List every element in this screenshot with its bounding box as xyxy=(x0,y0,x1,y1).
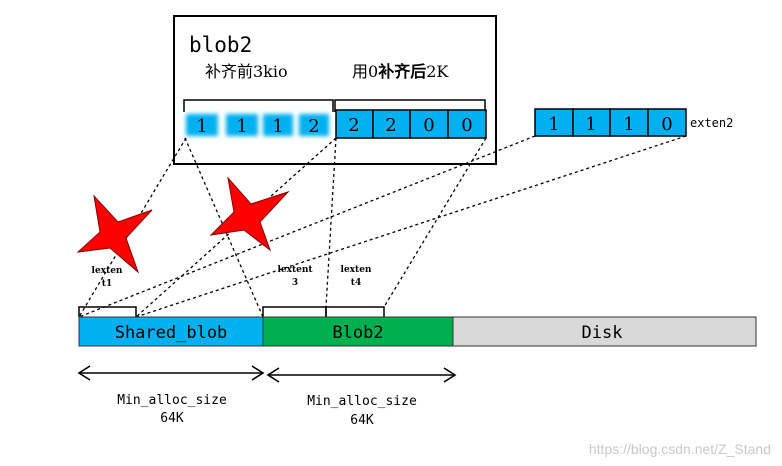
before-padding-caption: 补齐前3kio xyxy=(205,62,288,81)
map-line-7 xyxy=(135,135,687,318)
blob2-segment-label: Blob2 xyxy=(332,323,383,343)
extent2-cell-4 xyxy=(647,108,687,137)
extent2-cell-text-2: 1 xyxy=(585,114,596,135)
extent2-cell-1 xyxy=(534,108,574,137)
after-padding-caption: 用0补齐后2K xyxy=(352,62,449,81)
padded-cell-text-4: 0 xyxy=(461,115,472,136)
shared-blob-label: Shared_blob xyxy=(115,323,228,343)
after-padding-bold: 补齐后 xyxy=(377,62,426,81)
extent2-cell-text-3: 1 xyxy=(623,114,634,135)
conflict-star-icon xyxy=(76,194,153,274)
lextent3-label-line1: lextent xyxy=(277,265,313,275)
lextent3-bracket xyxy=(262,306,327,317)
blurred-cell-text-2: 1 xyxy=(236,116,247,137)
lextent1-bracket xyxy=(78,306,137,317)
disk-segment xyxy=(452,316,757,347)
lextent4-bracket xyxy=(325,306,385,317)
lextent4-label-line1: lexten xyxy=(341,265,372,275)
shared-blob-segment xyxy=(78,316,264,347)
lextent4-label-line2: t4 xyxy=(351,278,361,288)
alloc-right-line2: 64K xyxy=(350,413,374,428)
blurred-cell-text-1: 1 xyxy=(196,116,207,137)
padded-cell-4 xyxy=(447,109,487,139)
alloc-right-line1: Min_alloc_size xyxy=(307,394,417,409)
lextent1-label-line2: t1 xyxy=(102,279,112,289)
after-padding-prefix: 用0 xyxy=(352,62,378,81)
alloc-left-line1: Min_alloc_size xyxy=(117,393,227,408)
padded-cells xyxy=(335,109,487,139)
map-line-5 xyxy=(383,137,487,308)
left-bracket xyxy=(183,99,334,112)
blob2-title: blob2 xyxy=(189,33,252,57)
padded-cell-text-2: 2 xyxy=(385,115,396,136)
conflict-star-icon-2 xyxy=(209,176,290,252)
blurred-cell-text-3: 1 xyxy=(272,116,283,137)
blob2-segment xyxy=(262,316,454,347)
map-line-4 xyxy=(325,137,337,308)
padded-cell-text-3: 0 xyxy=(423,115,434,136)
blurred-cell-3 xyxy=(263,114,293,136)
extent2-label: exten2 xyxy=(690,116,733,130)
watermark: https://blog.csdn.net/Z_Stand xyxy=(589,441,771,457)
blurred-cells xyxy=(186,114,329,136)
lextent1-label-line1: lexten xyxy=(92,266,123,276)
extent2-cell-text-4: 0 xyxy=(661,114,672,135)
blurred-cell-1 xyxy=(186,114,218,136)
alloc-arrow-right xyxy=(266,367,457,383)
right-bracket xyxy=(334,99,486,112)
padded-cell-text-1: 2 xyxy=(348,115,359,136)
disk-label: Disk xyxy=(582,323,623,343)
blurred-cell-4 xyxy=(299,114,329,136)
extent2-cell-3 xyxy=(609,108,649,137)
alloc-left-line2: 64K xyxy=(160,411,184,426)
extent2-cell-2 xyxy=(572,108,611,137)
extent2-cell-text-1: 1 xyxy=(548,114,559,135)
blurred-cell-text-4: 2 xyxy=(308,116,319,137)
after-padding-suffix: 2K xyxy=(426,62,449,81)
padded-cell-2 xyxy=(372,109,411,139)
blurred-cell-2 xyxy=(226,114,258,136)
extent2-cells xyxy=(534,108,687,137)
lextent3-label-line2: 3 xyxy=(292,278,298,288)
alloc-arrow-left xyxy=(77,365,265,381)
map-line-6 xyxy=(78,135,536,318)
